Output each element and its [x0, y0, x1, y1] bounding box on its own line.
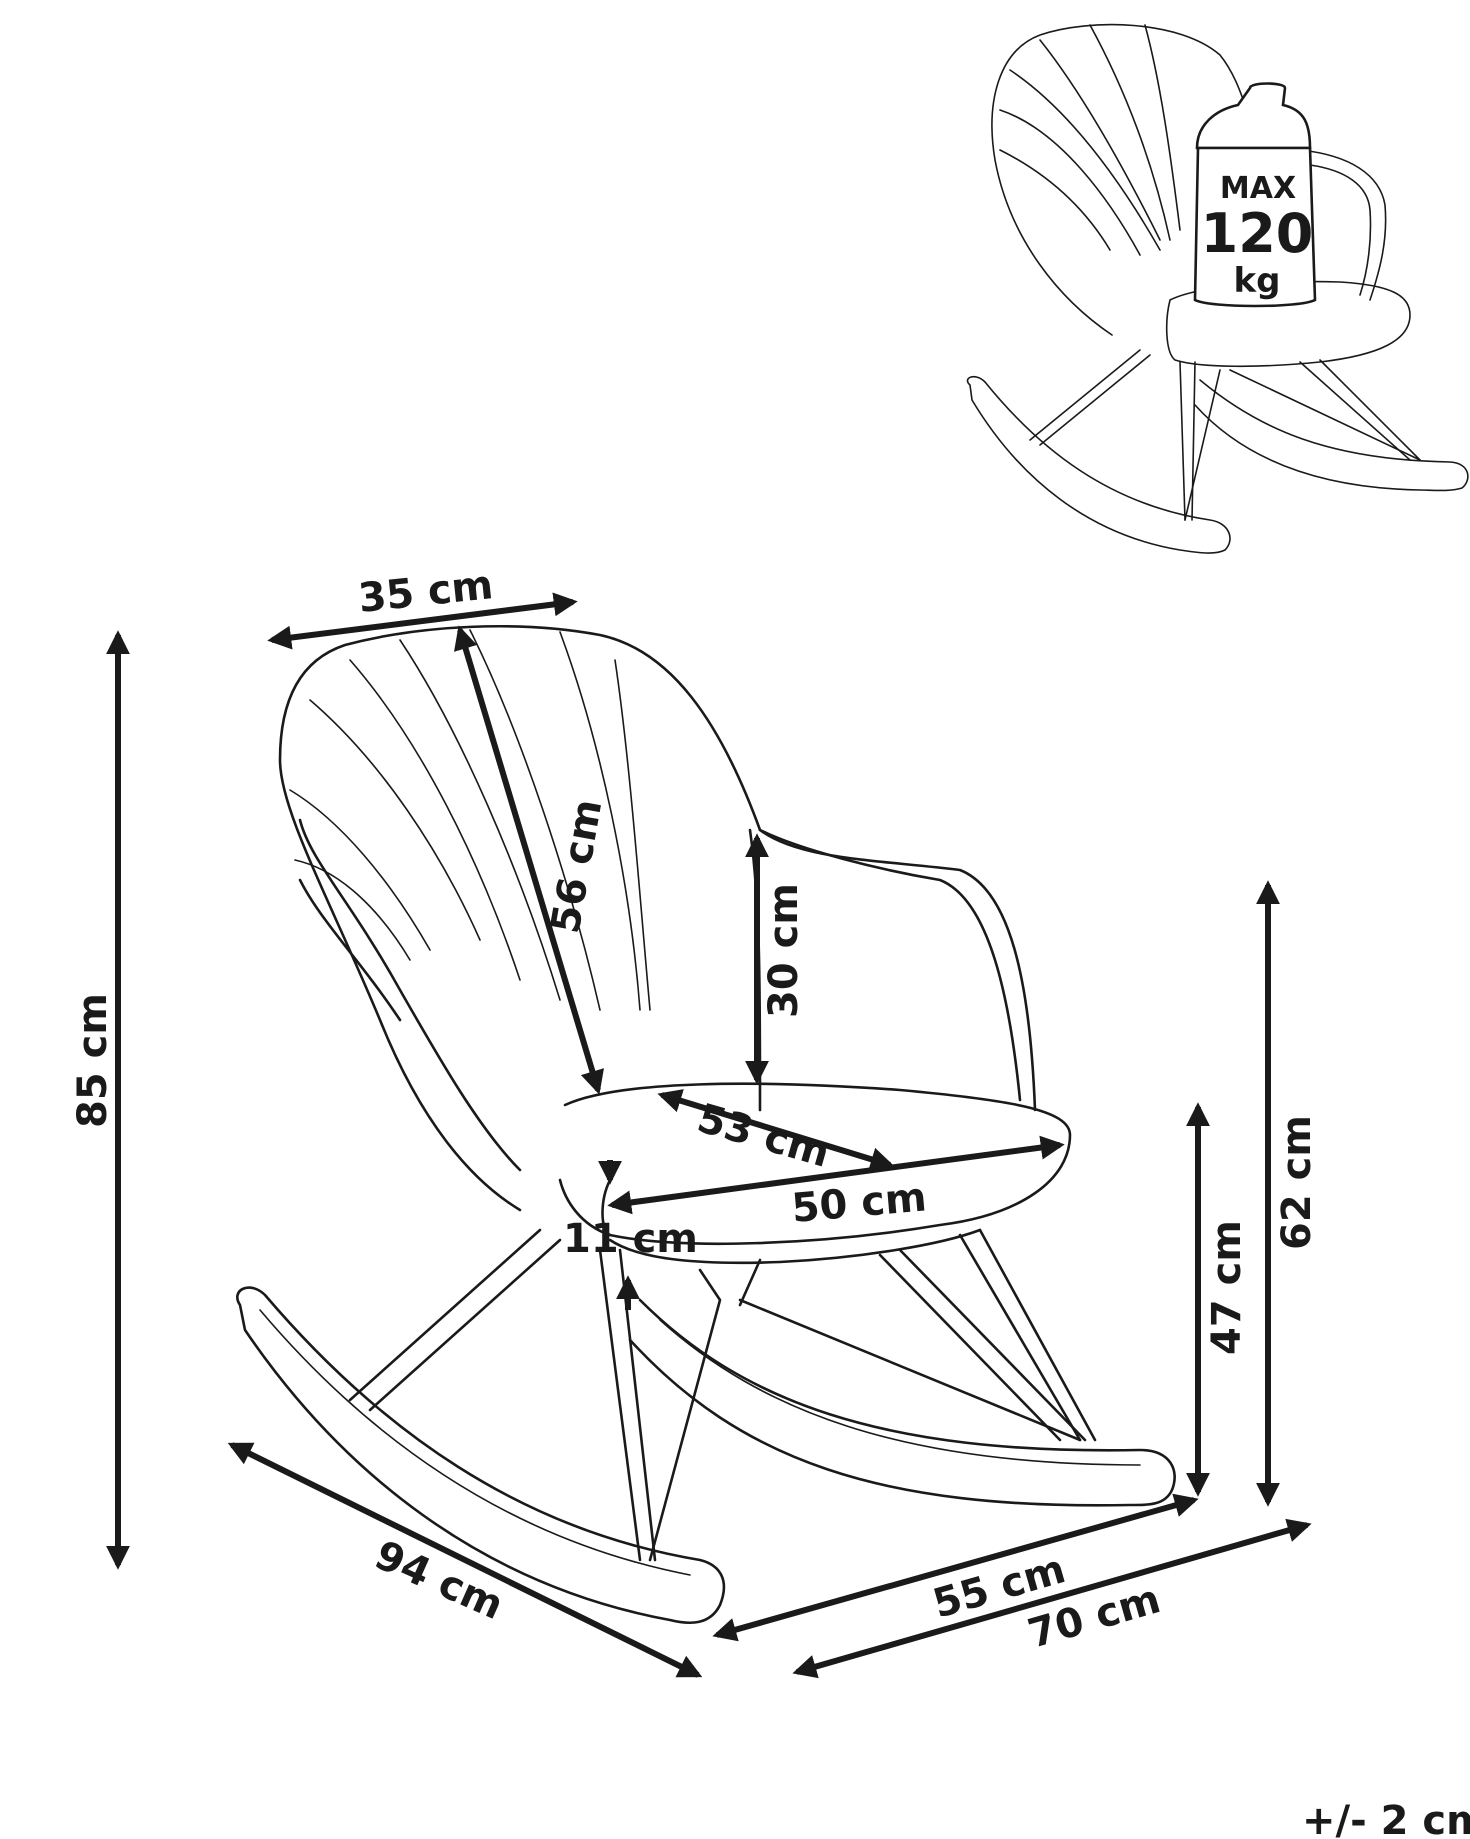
- dim-line-70: [792, 1518, 1312, 1679]
- badge-120: 120: [1201, 202, 1314, 265]
- label-11: 11 cm: [563, 1216, 698, 1262]
- label-tolerance: +/- 2 cm: [1302, 1798, 1470, 1839]
- label-47: 47 cm: [1204, 1220, 1250, 1355]
- badge-kg: kg: [1234, 261, 1281, 301]
- label-30: 30 cm: [761, 883, 807, 1018]
- badge-max: MAX: [1220, 171, 1296, 206]
- dimension-lines: [106, 592, 1312, 1679]
- dim-line-94: [227, 1442, 703, 1678]
- max-load-badge: MAX 120 kg: [1193, 82, 1317, 308]
- dim-line-50: [607, 1135, 1065, 1215]
- weight-container-icon: [1193, 146, 1317, 308]
- small-chair-drawing: [966, 23, 1469, 554]
- label-50: 50 cm: [790, 1174, 928, 1232]
- dim-line-56: [454, 625, 604, 1095]
- dim-line-35: [267, 592, 578, 650]
- bottle-neck-icon: [1195, 82, 1312, 150]
- label-56: 56 cm: [543, 796, 612, 937]
- label-62: 62 cm: [1274, 1115, 1320, 1250]
- label-85: 85 cm: [70, 993, 116, 1128]
- label-53: 53 cm: [692, 1095, 834, 1176]
